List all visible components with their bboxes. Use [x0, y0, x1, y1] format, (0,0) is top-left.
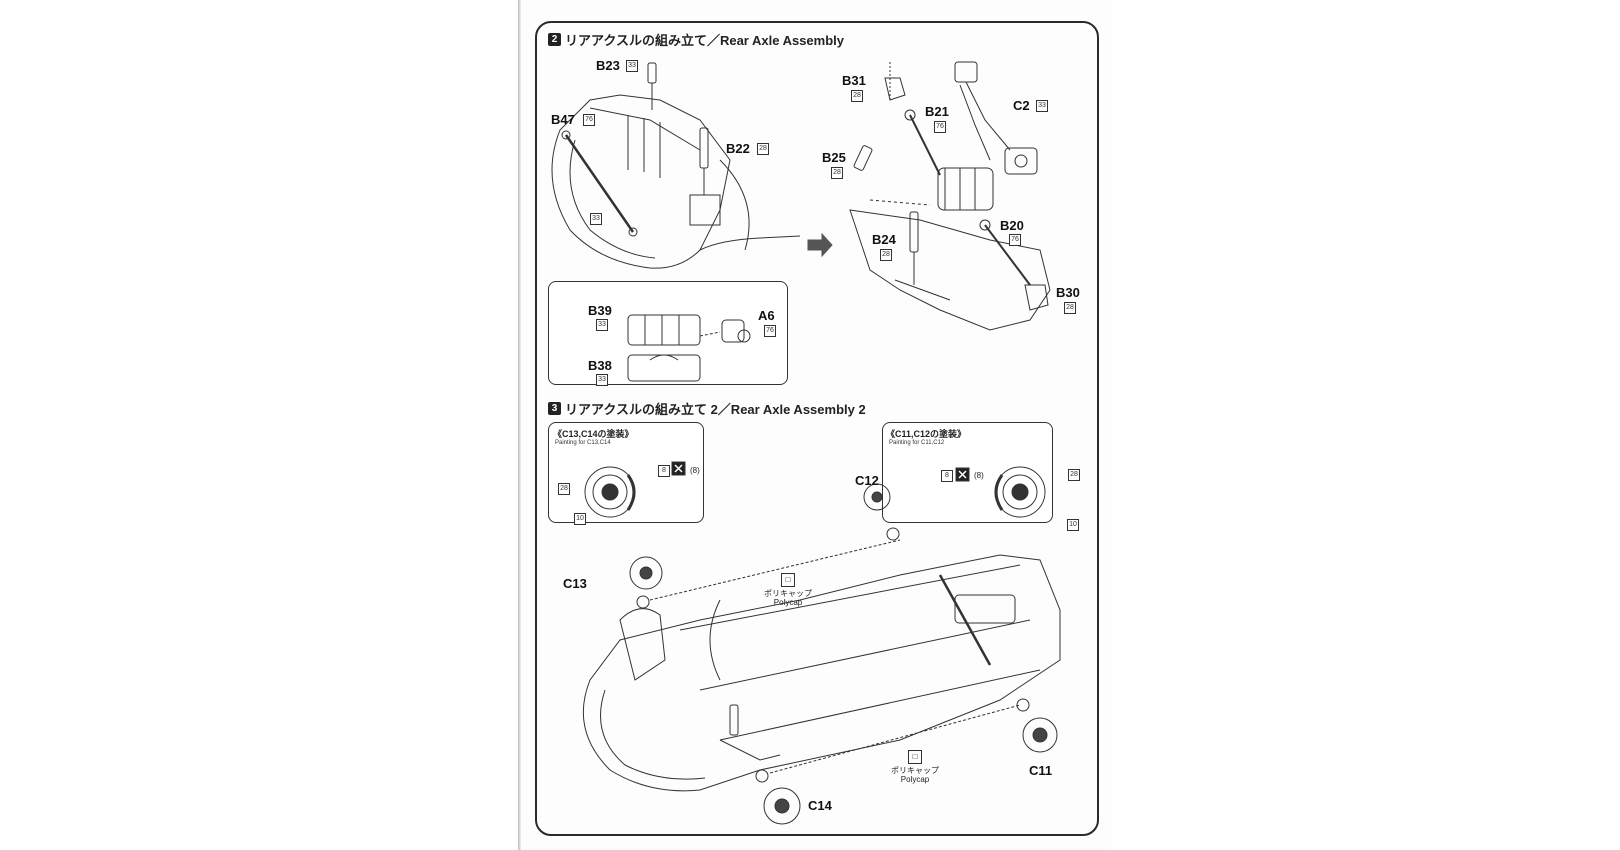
polycap-icon: □	[908, 750, 922, 764]
step-arrow	[807, 232, 833, 258]
c12-brake	[863, 483, 891, 511]
part-label-c2: C2	[1013, 98, 1030, 113]
b24-shock	[909, 211, 919, 253]
b31-part	[884, 77, 906, 101]
code-b38: 33	[596, 374, 608, 386]
code-b47-color: 33	[590, 213, 602, 225]
polycap-jp-lower: ポリキャップ	[891, 766, 939, 775]
c2-mount	[1004, 147, 1038, 175]
c2-top	[954, 61, 978, 83]
code-b24: 28	[880, 249, 892, 261]
b47-rod	[564, 134, 635, 233]
a6-part	[721, 319, 745, 343]
part-label-b47: B47	[551, 112, 575, 127]
painting-title-left: 《C13,C14の塗装》	[553, 429, 634, 439]
code-c11-8: 8	[941, 470, 953, 482]
painting-sub-left: Painting for C13,C14	[555, 440, 611, 446]
page-binding-edge	[518, 0, 521, 850]
c11-brake	[1022, 717, 1058, 753]
painting-sub-right: Painting for C11,C12	[889, 440, 945, 446]
painting-title-right: 《C11,C12の塗装》	[886, 429, 967, 439]
part-label-c14: C14	[808, 798, 832, 813]
polycap-upper-left	[636, 595, 650, 609]
part-label-b31: B31	[842, 73, 866, 88]
part-label-a6: A6	[758, 308, 775, 323]
brake-disc-right-paint	[994, 466, 1046, 518]
b25-part	[853, 145, 873, 171]
part-label-b25: B25	[822, 150, 846, 165]
part-label-c13: C13	[563, 576, 587, 591]
step-3-title-text: リアアクスルの組み立て 2／Rear Axle Assembly 2	[565, 402, 866, 417]
part-label-b23: B23	[596, 58, 620, 73]
chassis-rear-outline-right	[849, 209, 1051, 331]
b39-part	[627, 314, 701, 346]
code-b23: 33	[626, 60, 638, 72]
polycap-note-upper: □ ポリキャップ Polycap	[764, 573, 812, 607]
code-c13-8: 8	[658, 465, 670, 477]
brake-disc-left-paint	[584, 466, 636, 518]
part-label-b21: B21	[925, 104, 949, 119]
code-c2: 33	[1036, 100, 1048, 112]
polycap-en-upper: Polycap	[773, 598, 803, 608]
paren-code-right: (8)	[974, 471, 984, 480]
part-label-c12: C12	[855, 473, 879, 488]
code-b47: 76	[583, 114, 595, 126]
rear-block	[937, 167, 994, 211]
polycap-lower-right	[1016, 698, 1030, 712]
c13-brake	[629, 556, 663, 590]
sub-assembly-box-rear-block	[548, 281, 788, 385]
part-label-c11: C11	[1029, 763, 1053, 778]
step-2-title-text: リアアクスルの組み立て／Rear Axle Assembly	[565, 33, 845, 48]
polycap-jp-upper: ポリキャップ	[764, 589, 812, 598]
code-a6: 76	[764, 325, 776, 337]
c14-brake	[763, 787, 801, 825]
code-b30: 28	[1064, 302, 1076, 314]
code-c13-28: 28	[558, 483, 570, 495]
polycap-upper-right	[886, 527, 900, 541]
b38-part	[627, 354, 701, 382]
code-b22: 28	[757, 143, 769, 155]
code-c13-10: 10	[574, 513, 586, 525]
code-c11-28: 28	[1068, 469, 1080, 481]
polycap-note-lower: □ ポリキャップ Polycap	[891, 750, 939, 784]
polycap-lower-left	[755, 769, 769, 783]
step-3-number: 3	[548, 402, 561, 415]
part-label-b30: B30	[1056, 285, 1080, 300]
b22-shock	[699, 127, 709, 169]
b23-shock	[647, 62, 657, 84]
chassis-rear-outline-left	[551, 94, 731, 269]
code-b39: 33	[596, 319, 608, 331]
b30-part	[1024, 284, 1049, 311]
code-b25: 28	[831, 167, 843, 179]
step-2-title: 2 リアアクスルの組み立て／Rear Axle Assembly	[548, 30, 844, 49]
code-c11-10: 10	[1067, 519, 1079, 531]
polycap-icon: □	[781, 573, 795, 587]
code-b31: 28	[851, 90, 863, 102]
polycap-en-lower: Polycap	[900, 775, 930, 785]
instruction-frame	[535, 21, 1099, 836]
part-label-b22: B22	[726, 141, 750, 156]
paren-code-left: (8)	[690, 466, 700, 475]
part-label-b24: B24	[872, 232, 896, 247]
step-2-number: 2	[548, 33, 561, 46]
part-label-b38: B38	[588, 358, 612, 373]
painting-box-c11-c12	[882, 422, 1053, 523]
part-label-b20: B20	[1000, 218, 1024, 233]
step-3-title: 3 リアアクスルの組み立て 2／Rear Axle Assembly 2	[548, 399, 866, 418]
part-label-b39: B39	[588, 303, 612, 318]
chassis-full-outline	[582, 554, 1061, 792]
code-b21: 76	[934, 121, 946, 133]
code-b20: 76	[1009, 234, 1021, 246]
